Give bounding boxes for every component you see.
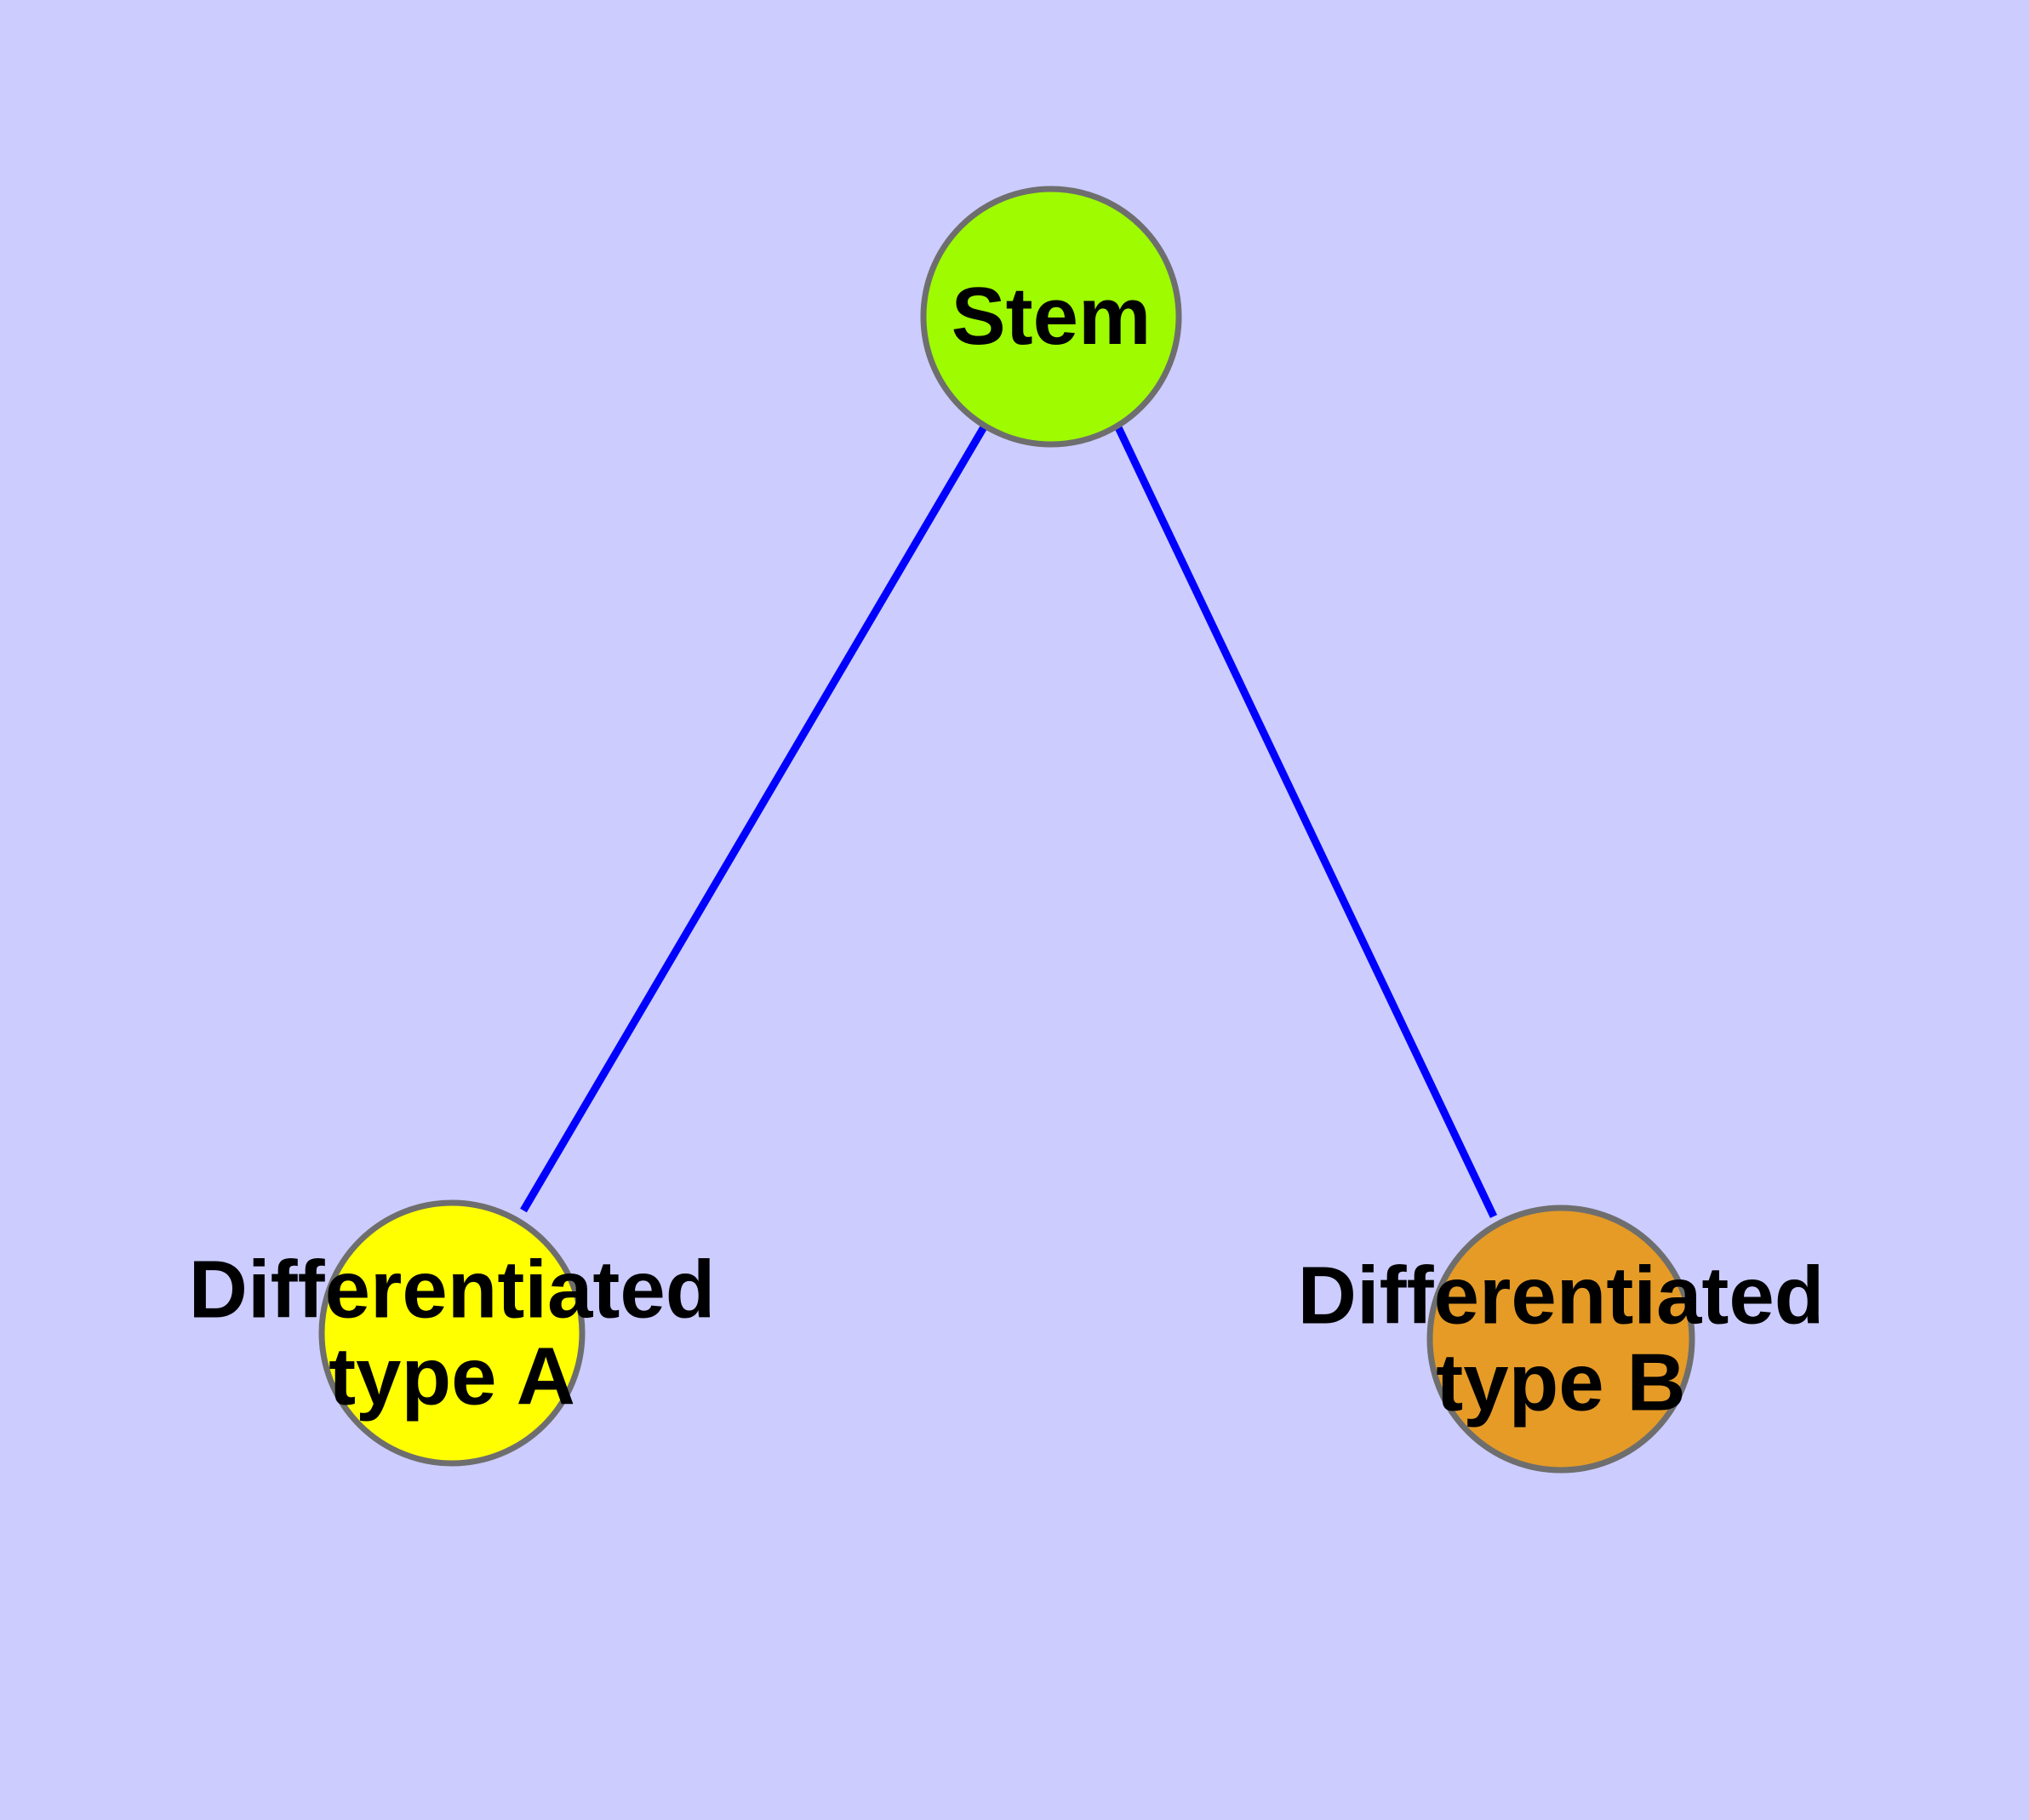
edge-stem-to-differentiated-type-a[interactable] — [520, 423, 988, 1213]
node-stem[interactable] — [920, 186, 1182, 448]
edges-group — [520, 423, 1498, 1218]
node-differentiated-type-b[interactable] — [1426, 1205, 1695, 1474]
edge-stem-to-differentiated-type-b[interactable] — [1113, 424, 1498, 1218]
nodes-group — [318, 186, 1695, 1474]
node-differentiated-type-a[interactable] — [318, 1199, 586, 1467]
